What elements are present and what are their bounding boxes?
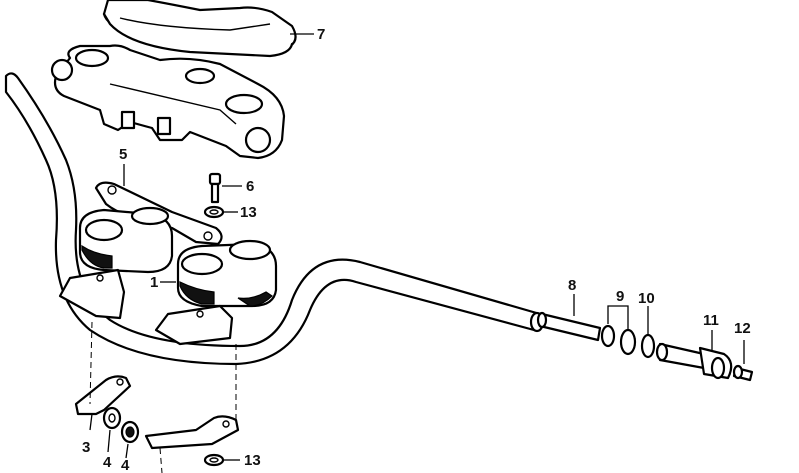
part-1-rubber-mounts	[78, 206, 278, 308]
callout-13-bottom: 13	[244, 452, 261, 469]
callout-10: 10	[638, 290, 655, 307]
callout-5: 5	[119, 146, 127, 163]
part-7-top-cover	[102, 0, 297, 58]
callout-12: 12	[734, 320, 751, 337]
callouts: 7 5 6 13 1 8 9 10 11 12 3 4 4 13	[82, 26, 751, 473]
upper-triple-clamp	[50, 44, 286, 160]
callout-6: 6	[246, 178, 254, 195]
part-3-linkage	[74, 375, 132, 416]
callout-1: 1	[150, 274, 158, 291]
callout-9: 9	[616, 288, 624, 305]
callout-3: 3	[82, 439, 90, 456]
part-13-washer-bottom	[203, 453, 225, 467]
callout-7: 7	[317, 26, 325, 43]
lower-link-rod	[144, 415, 240, 450]
callout-8: 8	[568, 277, 576, 294]
part-13-washer-top	[203, 205, 225, 219]
part-6-bolt	[208, 172, 222, 204]
part-4-bushing-a	[102, 406, 122, 430]
callout-13-top: 13	[240, 204, 257, 221]
part-8-pin	[536, 311, 602, 342]
alignment-lines	[89, 321, 237, 473]
part-11-bar-end	[655, 342, 733, 380]
part-9-rings	[600, 324, 637, 356]
callout-4-right: 4	[121, 457, 130, 473]
callout-11: 11	[703, 312, 719, 329]
lower-clamps	[58, 268, 234, 346]
leader-lines	[89, 33, 745, 461]
callout-4-left: 4	[103, 454, 112, 471]
part-12-screw	[732, 364, 754, 382]
part-10-circlip	[640, 333, 656, 359]
part-4-bushing-b	[120, 420, 140, 444]
